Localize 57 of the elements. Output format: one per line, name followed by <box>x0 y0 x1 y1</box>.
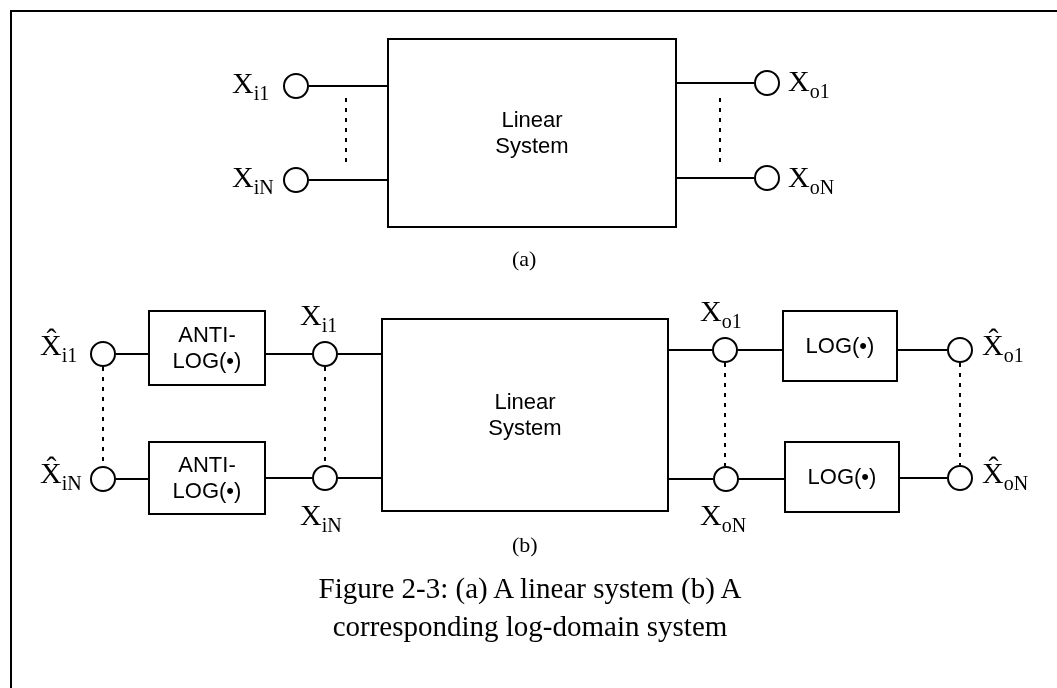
terminal-label: X̂$_{oN}$ <box>982 458 1029 493</box>
wire <box>337 477 382 479</box>
wire <box>738 478 785 480</box>
terminal-circle <box>947 465 973 491</box>
terminal-label: X$_{oN}$ <box>788 162 835 197</box>
wire <box>265 477 313 479</box>
block-label: ANTI- LOG(•) <box>171 321 243 375</box>
figure-caption: Figure 2-3: (a) A linear system (b) A corresponding log-domain system <box>317 571 743 644</box>
terminal-circle <box>283 167 309 193</box>
wire <box>115 478 149 480</box>
wire <box>337 353 382 355</box>
wire <box>676 82 755 84</box>
block-box <box>387 38 677 228</box>
terminal-label: X$_{i1}$ <box>232 68 270 103</box>
wire <box>676 177 755 179</box>
terminal-circle <box>90 466 116 492</box>
terminal-label: X$_{oN}$ <box>700 500 747 535</box>
terminal-label: X$_{o1}$ <box>788 66 830 101</box>
subfigure-label: (a) <box>512 246 537 272</box>
subfigure-label: (b) <box>512 532 538 558</box>
wire <box>899 477 948 479</box>
wire <box>668 478 714 480</box>
block-box <box>782 310 898 382</box>
block-box <box>381 318 669 512</box>
block-box <box>784 441 900 513</box>
block-label: Linear System <box>487 388 563 442</box>
block-box <box>148 441 266 515</box>
terminal-label: X$_{iN}$ <box>300 500 342 535</box>
terminal-label: X̂$_{o1}$ <box>982 330 1024 365</box>
terminal-circle <box>754 70 780 96</box>
wire <box>724 362 726 467</box>
terminal-circle <box>713 466 739 492</box>
wire <box>265 353 313 355</box>
block-label: ANTI- LOG(•) <box>171 451 243 505</box>
block-box <box>148 310 266 386</box>
terminal-circle <box>312 341 338 367</box>
block-label: LOG(•) <box>807 463 877 491</box>
wire <box>737 349 783 351</box>
terminal-label: X$_{o1}$ <box>700 296 742 331</box>
terminal-circle <box>90 341 116 367</box>
wire <box>308 85 388 87</box>
terminal-circle <box>754 165 780 191</box>
terminal-circle <box>283 73 309 99</box>
terminal-circle <box>312 465 338 491</box>
terminal-label: X̂$_{i1}$ <box>40 330 78 365</box>
wire <box>959 362 961 466</box>
terminal-circle <box>947 337 973 363</box>
wire <box>308 179 388 181</box>
terminal-label: X̂$_{iN}$ <box>40 458 82 493</box>
wire <box>668 349 713 351</box>
block-label: LOG(•) <box>805 332 875 360</box>
terminal-label: X$_{i1}$ <box>300 300 338 335</box>
terminal-circle <box>712 337 738 363</box>
terminal-label: X$_{iN}$ <box>232 162 274 197</box>
block-label: Linear System <box>494 106 570 160</box>
wire <box>897 349 948 351</box>
wire <box>115 353 149 355</box>
